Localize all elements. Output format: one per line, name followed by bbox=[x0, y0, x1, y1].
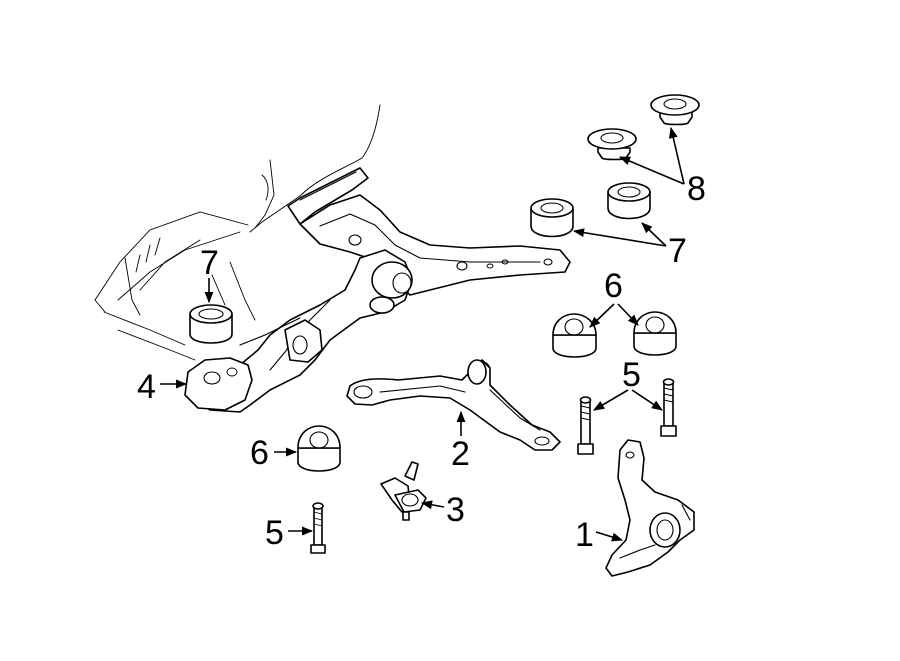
insulator-a bbox=[587, 128, 637, 161]
leader-1 bbox=[595, 531, 624, 542]
leader-5-right-b bbox=[631, 389, 663, 411]
leader-7-right-a bbox=[572, 228, 667, 247]
callout-5-left: 5 bbox=[265, 514, 284, 552]
insulator-b bbox=[650, 94, 700, 126]
bolt-left bbox=[310, 502, 326, 554]
leader-3 bbox=[420, 500, 445, 510]
callout-4: 4 bbox=[137, 368, 156, 406]
callout-6-left: 6 bbox=[250, 434, 269, 472]
leader-8-a bbox=[618, 156, 685, 185]
engine-cradle-subframe bbox=[184, 167, 571, 413]
lower-control-arm bbox=[346, 359, 561, 451]
ball-joint bbox=[380, 461, 427, 521]
cradle-bushing-left bbox=[189, 304, 233, 344]
callout-3: 3 bbox=[446, 491, 465, 529]
vehicle-body-outline bbox=[94, 104, 381, 361]
leader-8-b bbox=[668, 126, 685, 185]
leader-5-right-a bbox=[593, 389, 629, 411]
callout-numbers: 1 2 3 4 5 5 6 6 7 7 8 bbox=[137, 170, 706, 554]
callout-5-right: 5 bbox=[622, 356, 641, 394]
bolt-right-b bbox=[660, 378, 677, 437]
steering-knuckle bbox=[605, 439, 695, 577]
leader-lines bbox=[160, 126, 685, 542]
leader-7-right-b bbox=[641, 222, 667, 247]
control-arm-bushing-left bbox=[297, 425, 341, 472]
cradle-bushing-right-a bbox=[530, 198, 574, 238]
bolt-right-a bbox=[577, 396, 594, 455]
callout-7-right: 7 bbox=[668, 232, 687, 270]
callout-2: 2 bbox=[451, 435, 470, 473]
cradle-bushing-right-b bbox=[607, 182, 651, 220]
callout-6-right: 6 bbox=[604, 267, 623, 305]
leader-6-right-a bbox=[589, 303, 615, 328]
control-arm-bushing-right-b bbox=[633, 311, 677, 356]
callout-8: 8 bbox=[687, 170, 706, 208]
leader-6-right-b bbox=[617, 303, 639, 326]
control-arm-bushing-right-a bbox=[552, 313, 597, 358]
callout-1: 1 bbox=[575, 516, 594, 554]
callout-7-left: 7 bbox=[200, 244, 219, 282]
